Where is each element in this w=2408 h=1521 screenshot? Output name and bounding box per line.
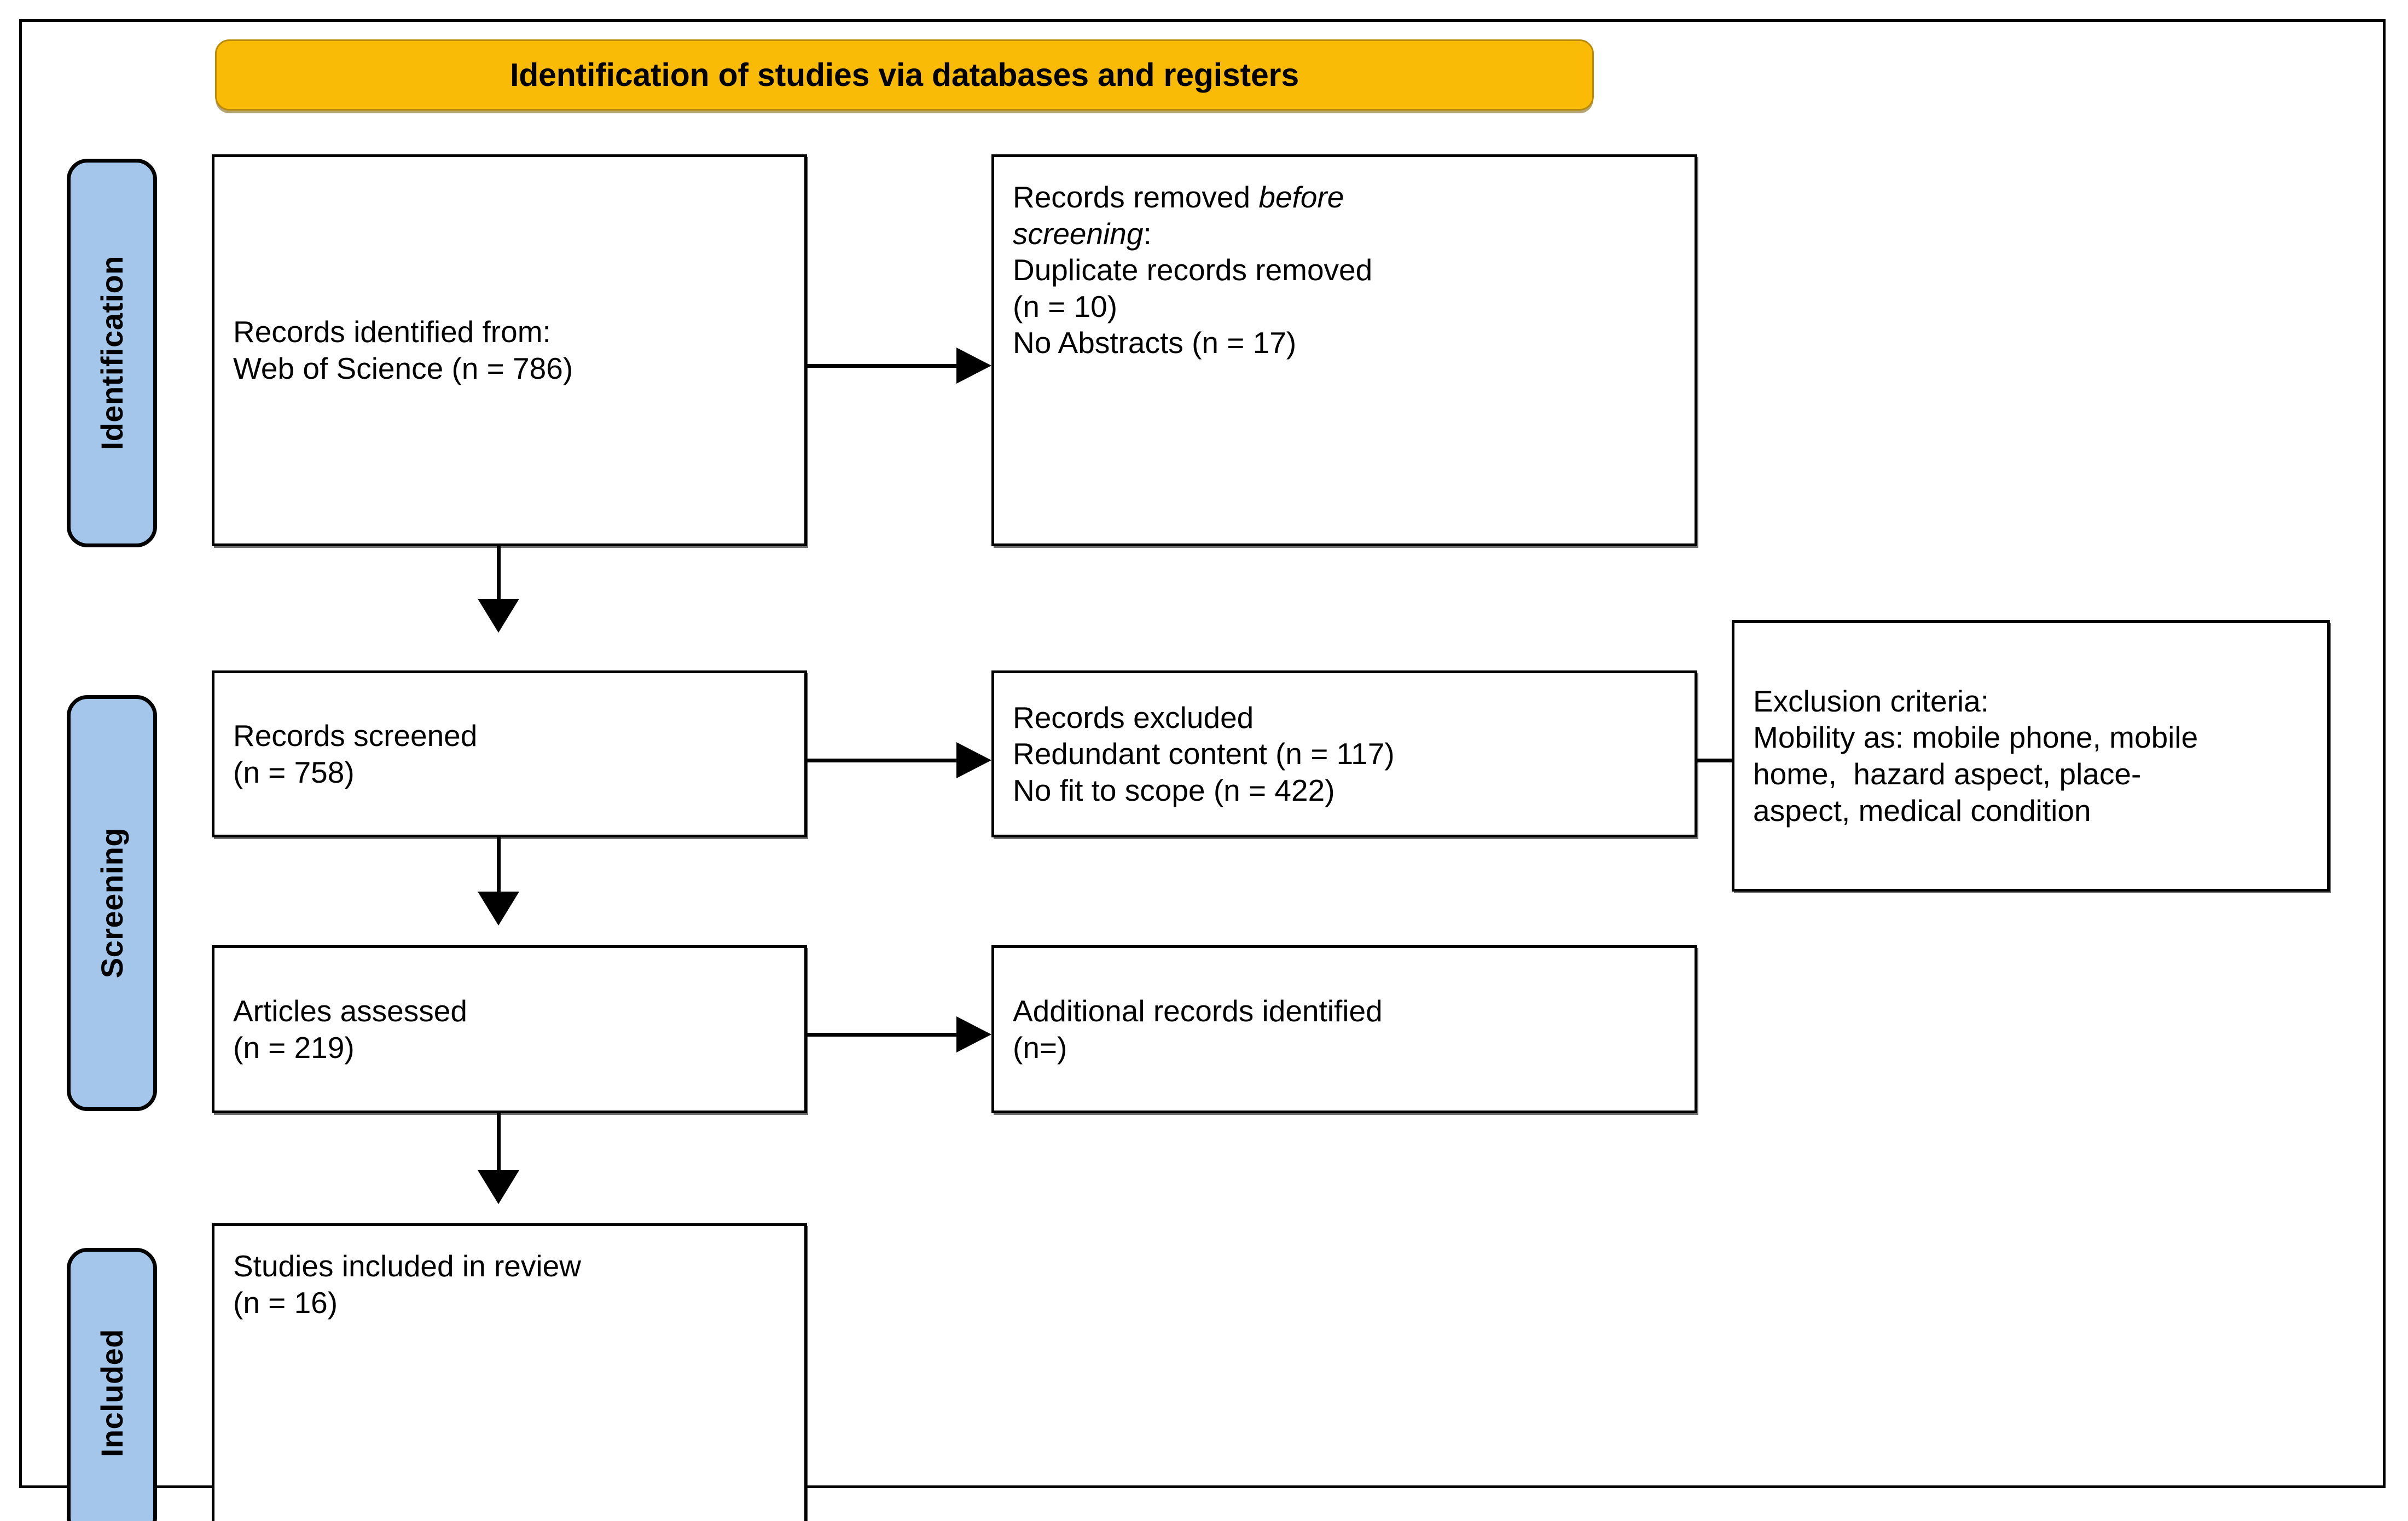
box-additional-records-identified: Additional records identified (n=)	[991, 945, 1697, 1113]
records-excluded-line-1: Records excluded	[1013, 700, 1254, 735]
records-screened-line-1: Records screened	[233, 718, 478, 753]
records-removed-line-4: (n = 10)	[1013, 289, 1118, 323]
box-records-identified: Records identified from: Web of Science …	[212, 154, 807, 546]
box-records-removed-before-screening: Records removed before screening: Duplic…	[991, 154, 1697, 546]
records-excluded-line-2: Redundant content (n = 117)	[1013, 737, 1395, 771]
records-removed-line-1: Records removed before	[1013, 179, 1676, 216]
records-identified-line-2: Web of Science (n = 786)	[233, 351, 573, 385]
stage-label-screening: Screening	[67, 695, 157, 1111]
exclusion-criteria-line-3: home, hazard aspect, place-	[1753, 757, 2142, 791]
connector-assessed-to-included-arrowhead	[478, 1170, 519, 1204]
records-removed-italic-before: before	[1258, 180, 1344, 214]
connector-identified-to-screened-arrowhead	[478, 599, 519, 633]
stage-label-identification: Identification	[67, 159, 157, 547]
records-screened-line-2: (n = 758)	[233, 755, 355, 789]
records-removed-colon: :	[1143, 216, 1152, 251]
connector-identified-to-removed-arrowhead	[956, 348, 991, 384]
box-exclusion-criteria: Exclusion criteria: Mobility as: mobile …	[1732, 620, 2330, 892]
box-records-screened: Records screened (n = 758)	[212, 670, 807, 837]
records-removed-italic-screening: screening	[1013, 216, 1144, 251]
records-removed-prefix: Records removed	[1013, 180, 1259, 214]
connector-screened-to-assessed-line	[497, 836, 501, 894]
connector-assessed-to-additional-line	[807, 1033, 959, 1037]
connector-assessed-to-included-line	[497, 1112, 501, 1172]
diagram-outer-frame	[19, 19, 2386, 1488]
diagram-title-banner: Identification of studies via databases …	[215, 39, 1594, 111]
connector-identified-to-removed-line	[807, 364, 959, 368]
connector-screened-to-excluded-line	[807, 759, 959, 762]
connector-identified-to-screened-line	[497, 546, 501, 601]
exclusion-criteria-line-1: Exclusion criteria:	[1753, 684, 1989, 718]
records-excluded-line-3: No fit to scope (n = 422)	[1013, 773, 1335, 807]
records-removed-line-2: screening:	[1013, 216, 1676, 252]
articles-assessed-line-1: Articles assessed	[233, 993, 467, 1028]
connector-excluded-to-criteria-line	[1696, 759, 1733, 762]
box-records-excluded: Records excluded Redundant content (n = …	[991, 670, 1697, 837]
diagram-title: Identification of studies via databases …	[510, 57, 1299, 93]
stage-label-included-text: Included	[95, 1328, 129, 1458]
additional-records-line-1: Additional records identified	[1013, 993, 1383, 1028]
records-identified-line-1: Records identified from:	[233, 315, 551, 349]
stage-label-screening-text: Screening	[95, 828, 129, 979]
studies-included-line-1: Studies included in review	[233, 1249, 581, 1283]
connector-assessed-to-additional-arrowhead	[956, 1016, 991, 1052]
studies-included-line-2: (n = 16)	[233, 1285, 338, 1320]
exclusion-criteria-line-2: Mobility as: mobile phone, mobile	[1753, 720, 2198, 755]
connector-screened-to-excluded-arrowhead	[956, 742, 991, 778]
additional-records-line-2: (n=)	[1013, 1030, 1067, 1065]
connector-screened-to-assessed-arrowhead	[478, 892, 519, 926]
stage-label-included: Included	[67, 1248, 157, 1521]
records-removed-line-3: Duplicate records removed	[1013, 253, 1373, 287]
records-removed-line-5: No Abstracts (n = 17)	[1013, 326, 1297, 360]
articles-assessed-line-2: (n = 219)	[233, 1030, 355, 1065]
box-articles-assessed: Articles assessed (n = 219)	[212, 945, 807, 1113]
box-studies-included-in-review: Studies included in review (n = 16)	[212, 1223, 807, 1521]
stage-label-identification-text: Identification	[95, 256, 129, 450]
exclusion-criteria-line-4: aspect, medical condition	[1753, 793, 2091, 828]
